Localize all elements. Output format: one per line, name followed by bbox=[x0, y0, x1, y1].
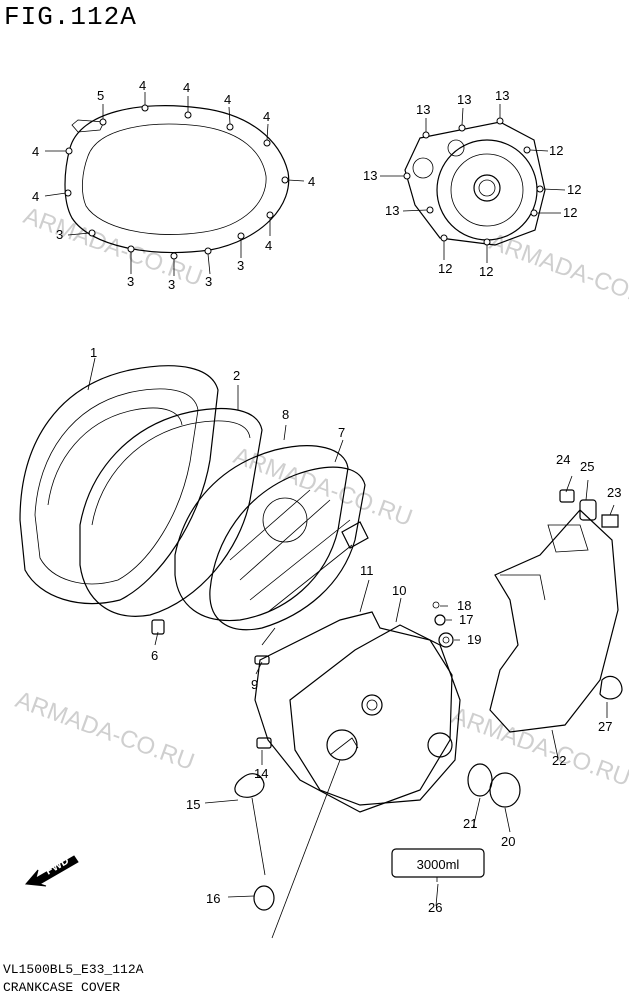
small-parts bbox=[151, 489, 623, 911]
callout-2: 2 bbox=[233, 368, 240, 383]
callout-22: 22 bbox=[552, 753, 566, 768]
callout-13: 13 bbox=[385, 203, 399, 218]
gasket-part-11 bbox=[254, 611, 453, 813]
callout-19: 19 bbox=[467, 632, 481, 647]
callout-11: 11 bbox=[360, 563, 374, 578]
callout-4: 4 bbox=[32, 189, 39, 204]
callout-4: 4 bbox=[183, 80, 190, 95]
callout-13: 13 bbox=[363, 168, 377, 183]
callout-6: 6 bbox=[151, 648, 158, 663]
diagram-code: VL1500BL5_E33_112A bbox=[3, 962, 144, 977]
watermark-text: ARMADA-CO.RU bbox=[448, 702, 629, 792]
figure-title: FIG.112A bbox=[4, 2, 137, 32]
watermark-text: ARMADA-CO.RU bbox=[12, 686, 198, 776]
callout-13: 13 bbox=[495, 88, 509, 103]
leader-lines bbox=[87, 357, 615, 939]
callout-12: 12 bbox=[549, 143, 563, 158]
callout-23: 23 bbox=[607, 485, 621, 500]
callout-24: 24 bbox=[556, 452, 570, 467]
callout-27: 27 bbox=[598, 719, 612, 734]
callout-8: 8 bbox=[282, 407, 289, 422]
callout-4: 4 bbox=[263, 109, 270, 124]
callout-3: 3 bbox=[205, 274, 212, 289]
inner-cover-part-10 bbox=[289, 624, 461, 806]
callout-20: 20 bbox=[501, 834, 515, 849]
label-plate-text: 3000ml bbox=[417, 857, 460, 872]
callout-4: 4 bbox=[139, 78, 146, 93]
callout-13: 13 bbox=[416, 102, 430, 117]
callout-7: 7 bbox=[338, 425, 345, 440]
callout-21: 21 bbox=[463, 816, 477, 831]
callout-3: 3 bbox=[127, 274, 134, 289]
callout-12: 12 bbox=[567, 182, 581, 197]
forward-arrow-icon: FWD bbox=[22, 838, 80, 893]
watermark-text: ARMADA-CO.RU bbox=[486, 228, 629, 318]
callout-4: 4 bbox=[32, 144, 39, 159]
callout-1: 1 bbox=[90, 345, 97, 360]
watermark-text: ARMADA-CO.RU bbox=[20, 202, 206, 292]
callout-13: 13 bbox=[457, 92, 471, 107]
callout-12: 12 bbox=[563, 205, 577, 220]
baffle-plate-part-7 bbox=[209, 466, 369, 631]
callouts: 1 2 3 4 5 6 7 8 9 10 11 12 13 14 15 16 1… bbox=[32, 78, 621, 915]
callout-4: 4 bbox=[224, 92, 231, 107]
callout-25: 25 bbox=[580, 459, 594, 474]
diagram-name: CRANKCASE COVER bbox=[3, 980, 121, 995]
callout-5: 5 bbox=[97, 88, 104, 103]
callout-3: 3 bbox=[237, 258, 244, 273]
callout-12: 12 bbox=[479, 264, 493, 279]
callout-26: 26 bbox=[428, 900, 442, 915]
callout-3: 3 bbox=[168, 277, 175, 292]
gasket-part-2 bbox=[79, 407, 263, 617]
callout-3: 3 bbox=[56, 227, 63, 242]
callout-18: 18 bbox=[457, 598, 471, 613]
callout-17: 17 bbox=[459, 612, 473, 627]
callout-4: 4 bbox=[308, 174, 315, 189]
callout-4: 4 bbox=[265, 238, 272, 253]
callout-15: 15 bbox=[186, 797, 200, 812]
callout-16: 16 bbox=[206, 891, 220, 906]
outer-cover-part-22 bbox=[489, 509, 619, 733]
callout-14: 14 bbox=[254, 766, 268, 781]
crankcase-cover-part-1 bbox=[19, 365, 219, 604]
top-leader-lines bbox=[44, 92, 566, 276]
generator-cover-top-view bbox=[403, 117, 546, 246]
watermarks: ARMADA-CO.RU ARMADA-CO.RU ARMADA-CO.RU A… bbox=[12, 202, 629, 792]
callout-12: 12 bbox=[438, 261, 452, 276]
callout-10: 10 bbox=[392, 583, 406, 598]
label-plate-26: 3000ml bbox=[391, 848, 485, 878]
callout-9: 9 bbox=[251, 677, 258, 692]
